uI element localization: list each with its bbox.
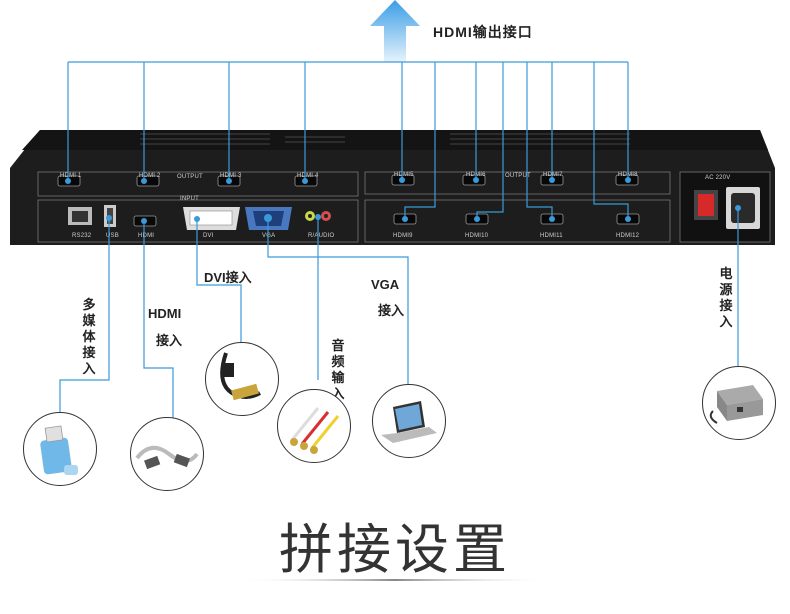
port-label-usb: USB [106, 233, 119, 239]
power-adapter-icon [709, 385, 763, 424]
port-label-hdmi9: HDMI9 [393, 233, 413, 239]
output-label-right: OUTPUT [505, 173, 531, 179]
port-label-hdmi11: HDMI11 [540, 233, 563, 239]
port-label-hdmi7: HDMI7 [543, 172, 563, 178]
dvi-cable-icon [220, 352, 261, 401]
port-label-hdmi3: HDMI 3 [220, 173, 242, 179]
port-label-audio: R/AUDIO [308, 233, 335, 239]
output-label-left: OUTPUT [177, 174, 203, 180]
port-label-hdmi12: HDMI12 [616, 233, 640, 239]
audio-input-label: 音频输入 [331, 338, 345, 401]
device-rear-panel [10, 130, 775, 245]
page-title: 拼接设置 [279, 518, 511, 581]
hdmi-output-label: HDMI输出接口 [433, 24, 533, 40]
dvi-input-label: DVI接入 [204, 270, 252, 285]
av-cable-circle [277, 389, 351, 463]
port-label-hdmi5: HDMI5 [394, 172, 414, 178]
vga-input-label-b: 接入 [378, 303, 405, 318]
title-underline [240, 579, 550, 581]
port-label-hdmi2: HDMI 2 [139, 173, 161, 179]
av-cable-icon [290, 407, 340, 454]
laptop-icon [381, 401, 437, 443]
port-label-rs232: RS232 [72, 233, 92, 239]
hdmi-cable-circle [130, 417, 204, 491]
port-label-hdmi4: HDMI 4 [297, 173, 319, 179]
input-label: INPUT [180, 196, 199, 202]
hdmi-input-label-a: HDMI [148, 306, 182, 321]
vga-input-label-a: VGA [371, 277, 400, 292]
port-label-hdmi1: HDMI 1 [60, 173, 82, 179]
usb-label: 多媒体接入 [82, 297, 96, 376]
usb-drive-circle [23, 412, 97, 486]
port-label-hdmi10: HDMI10 [465, 233, 489, 239]
port-label-ac: AC 220V [705, 175, 731, 181]
dvi-cable-circle [205, 342, 279, 416]
laptop-circle [372, 384, 446, 458]
power-adapter-circle [702, 366, 776, 440]
power-input-label: 电源接入 [719, 266, 733, 329]
hdmi-cable-icon [135, 446, 199, 470]
hdmi-input-label-b: 接入 [156, 333, 183, 348]
usb-drive-icon [40, 425, 78, 475]
output-arrow-icon [370, 0, 420, 62]
port-label-hdmi-in: HDMI [138, 233, 155, 239]
port-label-dvi: DVI [203, 233, 214, 239]
